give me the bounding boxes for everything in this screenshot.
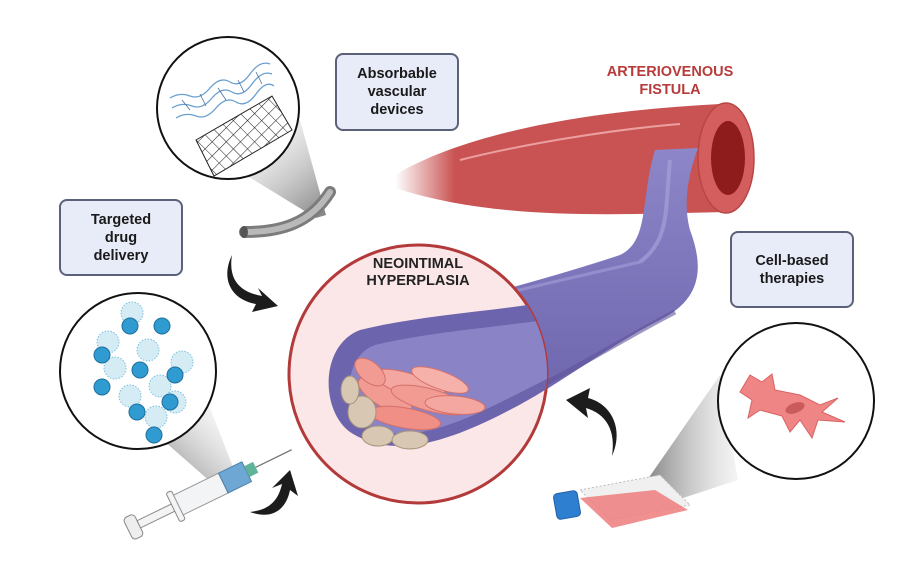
label-cell-based-therapies-text: Cell-based therapies: [755, 252, 829, 287]
solid-nanoparticle: [128, 403, 146, 421]
label-absorbable-vascular-devices-text: Absorbable vascular devices: [357, 66, 437, 118]
curved-arrow-icon: [227, 255, 617, 515]
nanoparticles-icon: [93, 301, 194, 444]
solid-nanoparticle: [161, 393, 179, 411]
solid-nanoparticle: [93, 346, 111, 364]
label-targeted-drug-delivery-text: Targeted drug delivery: [90, 211, 152, 264]
label-cell-based-therapies: Cell-based therapies: [730, 231, 854, 308]
solid-nanoparticle: [166, 366, 184, 384]
solid-nanoparticle: [153, 317, 171, 335]
neointimal-hyperplasia-circle: [287, 243, 549, 505]
fibroblast-cell-icon: [739, 373, 846, 440]
hollow-nanoparticle: [103, 356, 127, 380]
solid-nanoparticle: [131, 361, 149, 379]
hollow-nanoparticle: [118, 384, 142, 408]
catheter-tube-icon: [239, 186, 336, 238]
stent-mesh-icon: [169, 62, 293, 177]
syringe-icon: [123, 449, 292, 540]
arteriovenous-fistula-title: ARTERIOVENOUS FISTULA: [606, 64, 734, 98]
solid-nanoparticle: [93, 378, 111, 396]
hollow-nanoparticle: [136, 338, 160, 362]
artery-icon: [395, 102, 755, 215]
cell-culture-flask-icon: [553, 474, 692, 528]
hollow-nanoparticle: [148, 374, 172, 398]
label-absorbable-vascular-devices: Absorbable vascular devices: [335, 53, 459, 131]
solid-nanoparticle: [121, 317, 139, 335]
label-targeted-drug-delivery: Targeted drug delivery: [59, 199, 183, 276]
smooth-muscle-cells: [340, 357, 486, 450]
hollow-nanoparticle: [144, 405, 168, 429]
solid-nanoparticle: [145, 426, 163, 444]
